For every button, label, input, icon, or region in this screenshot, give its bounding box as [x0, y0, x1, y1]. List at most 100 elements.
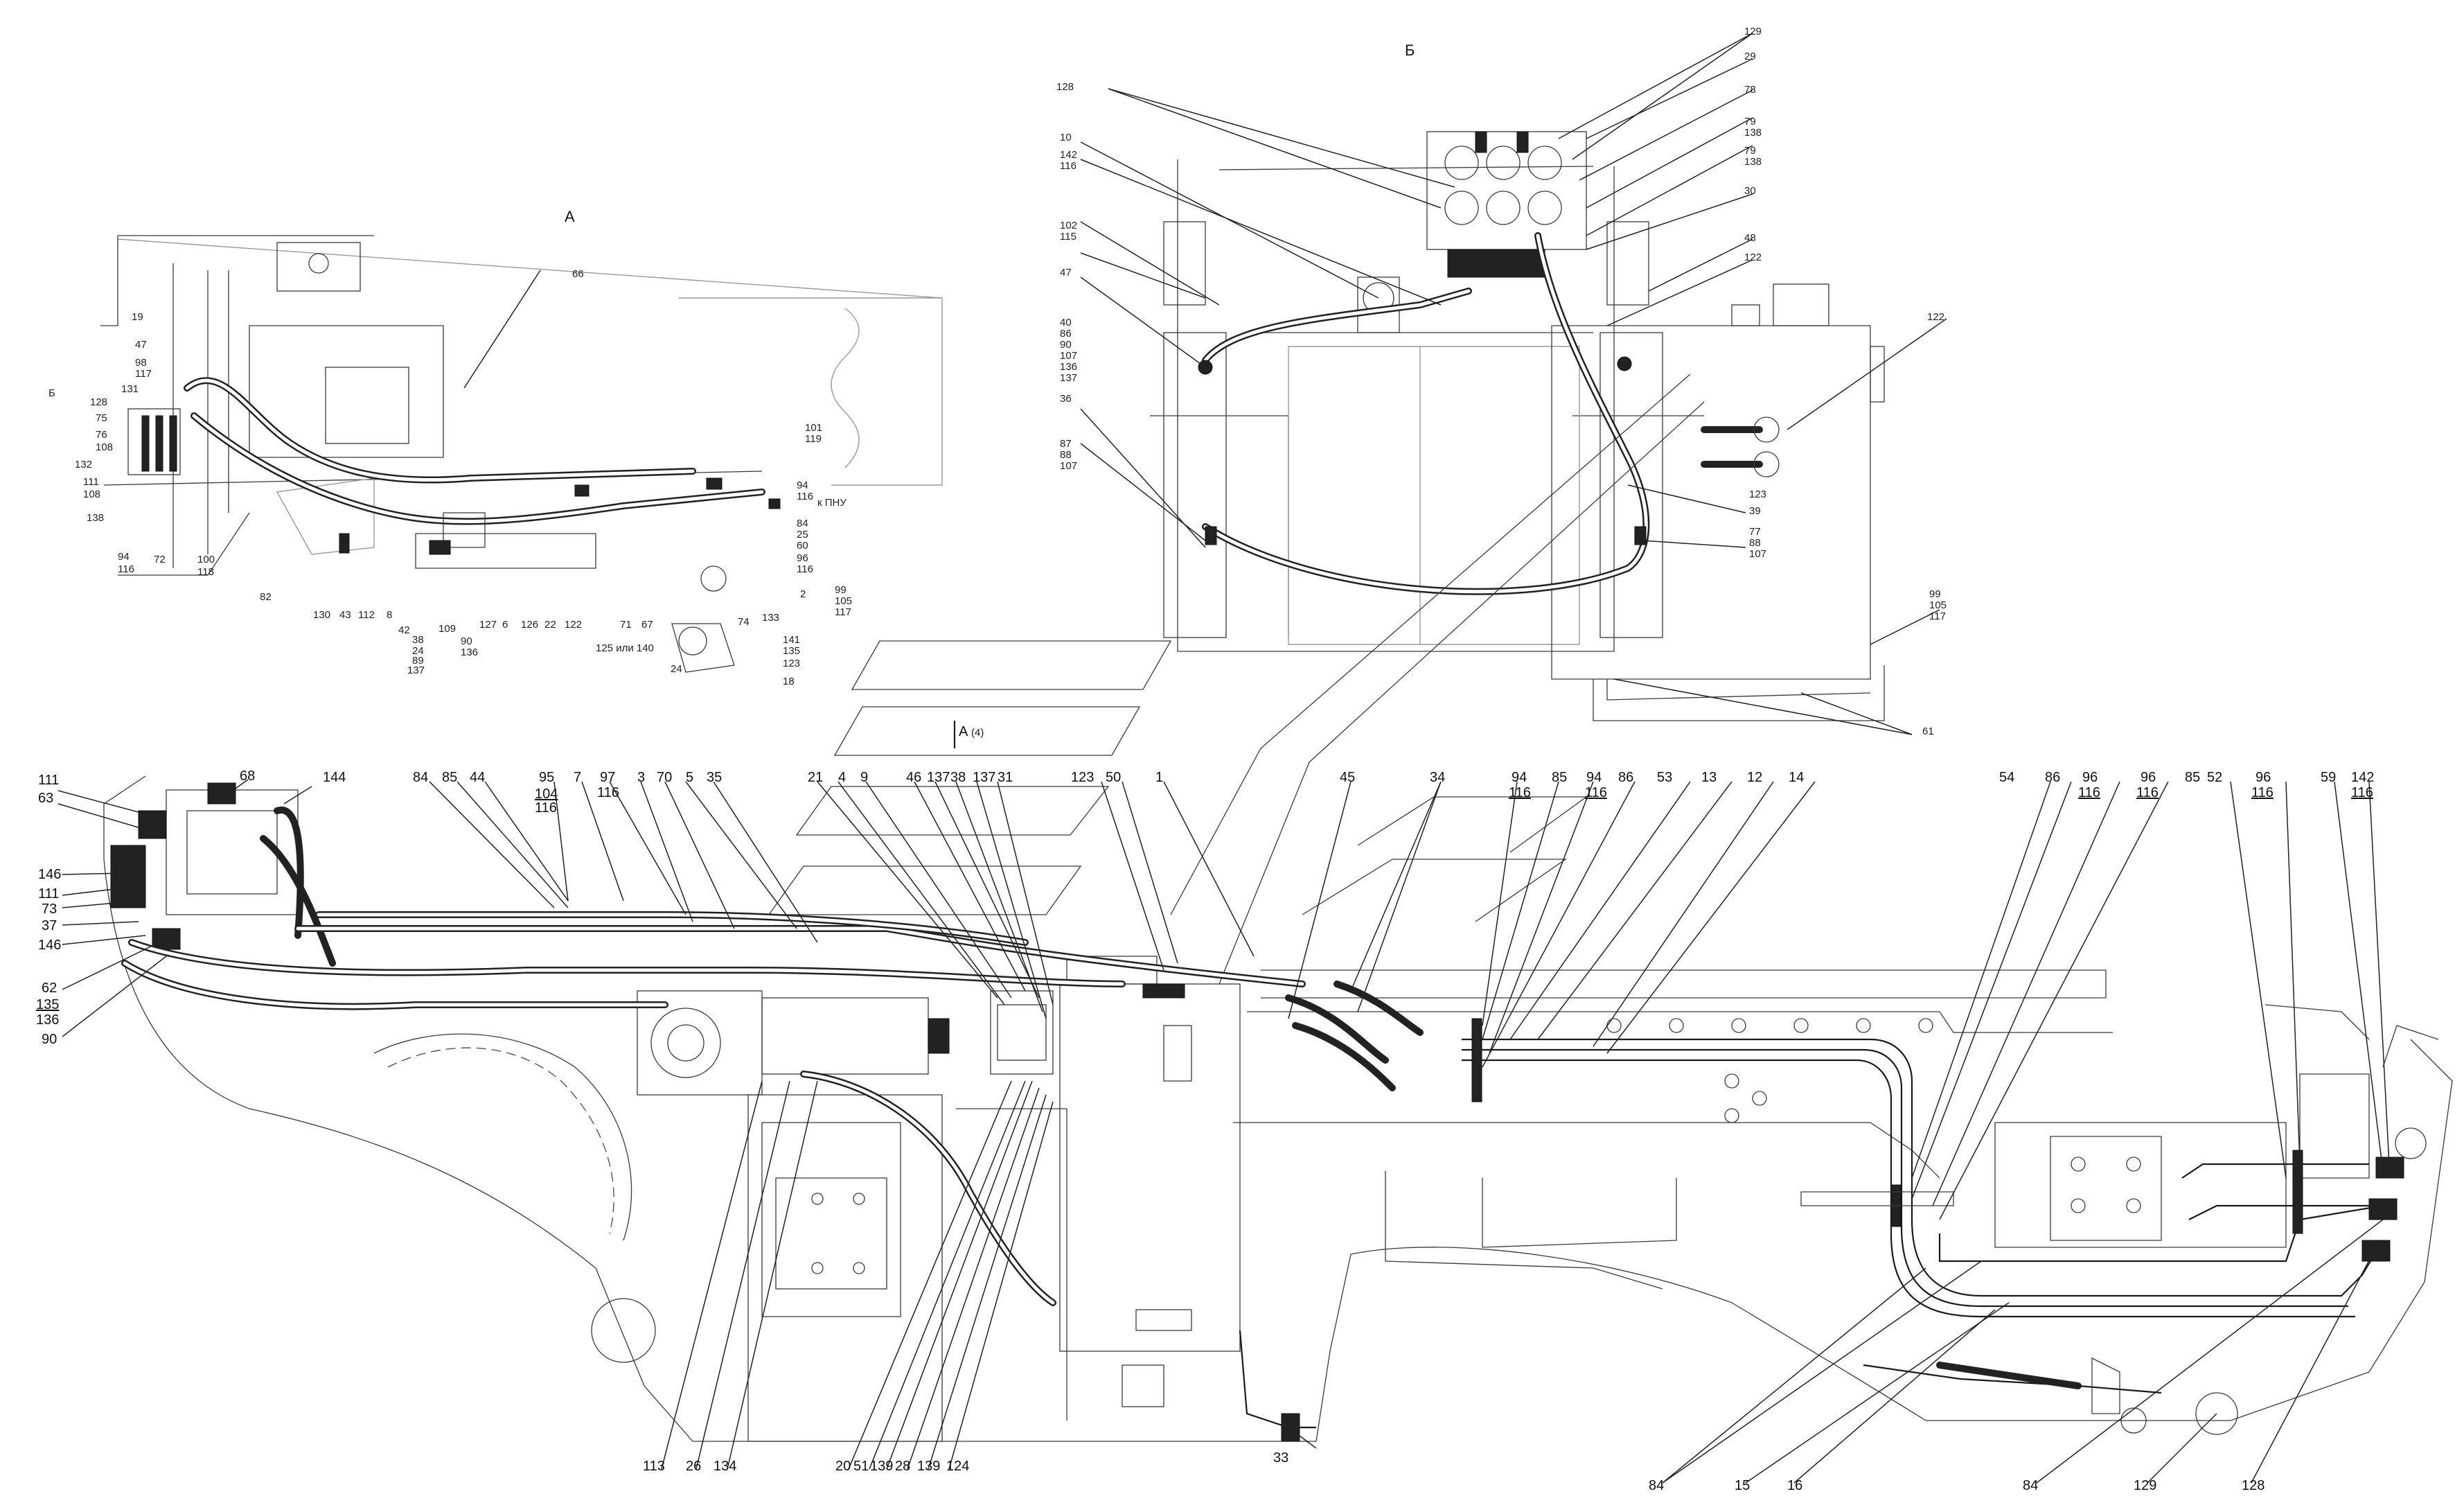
label: 99	[835, 584, 847, 596]
label: 46	[906, 770, 921, 785]
label: 87	[1060, 438, 1072, 450]
label: 96	[2082, 770, 2098, 785]
main-labels-top: 111 63 68 144 84 85 44 95 104 116 7 97 1…	[38, 768, 2374, 816]
label: 13	[1701, 770, 1717, 785]
label: 84	[413, 770, 428, 785]
label: 104	[535, 786, 558, 802]
label: 116	[2251, 785, 2274, 800]
label: 123	[1071, 770, 1094, 785]
label: 37	[42, 918, 57, 933]
label: 72	[154, 554, 166, 565]
label: 109	[438, 623, 456, 635]
label: 38	[950, 770, 966, 785]
label: 116	[1585, 785, 1607, 800]
label: 116	[2351, 785, 2373, 800]
label: 61	[1922, 726, 1934, 737]
label: 18	[783, 676, 795, 687]
label: 16	[1787, 1478, 1802, 1493]
label: 77	[1749, 526, 1761, 538]
label: 53	[1657, 770, 1672, 785]
label: 94	[1512, 770, 1527, 785]
label: 19	[132, 311, 143, 323]
label: 94	[797, 480, 808, 491]
label: 96	[2141, 770, 2156, 785]
label: 9	[860, 770, 868, 785]
label: 39	[1749, 505, 1761, 517]
label: 144	[323, 770, 346, 785]
label: 139	[917, 1459, 940, 1474]
label: 112	[358, 609, 375, 621]
label: 117	[1929, 610, 1946, 622]
label: 95	[539, 770, 554, 785]
label: 15	[1735, 1478, 1750, 1493]
label: 94	[1586, 770, 1602, 785]
label: 136	[461, 647, 478, 658]
label: 40	[1060, 317, 1072, 328]
label: 85	[1552, 770, 1567, 785]
label: 14	[1789, 770, 1804, 785]
label: 130	[313, 609, 330, 621]
label: 102	[1060, 220, 1077, 231]
label: 52	[2207, 770, 2222, 785]
label: 1	[1155, 770, 1163, 785]
label: 2	[800, 588, 806, 600]
label: 116	[797, 491, 813, 502]
label: 44	[470, 770, 485, 785]
label: 136	[1060, 361, 1077, 373]
label: 71	[620, 619, 632, 631]
main-leaders-top	[57, 779, 2391, 1220]
label: 122	[1744, 252, 1762, 263]
label: 116	[797, 563, 813, 575]
label: 21	[808, 770, 823, 785]
label: 111	[38, 773, 59, 788]
label: 105	[835, 595, 852, 607]
label: 76	[96, 429, 107, 441]
label: 129	[2134, 1478, 2156, 1493]
label: 117	[135, 368, 152, 380]
label: 28	[895, 1459, 910, 1474]
label: 74	[738, 616, 750, 628]
label: 129	[1744, 26, 1762, 37]
label: 138	[1744, 127, 1762, 139]
note-k-pnu: к ПНУ	[817, 497, 847, 509]
label: 8	[387, 609, 392, 621]
label: 68	[240, 768, 255, 784]
frame-bolts	[811, 1018, 2141, 1274]
label: 59	[2321, 770, 2336, 785]
label: 48	[1744, 232, 1756, 244]
label: 124	[946, 1459, 969, 1474]
label: 138	[1744, 156, 1762, 168]
label: 51	[853, 1459, 869, 1474]
label: 107	[1060, 350, 1077, 362]
label: 90	[1060, 339, 1072, 351]
label: 42	[398, 624, 410, 636]
label: 45	[1340, 770, 1355, 785]
label: 115	[1060, 231, 1076, 243]
label: 133	[762, 612, 779, 624]
label: 86	[1060, 328, 1072, 340]
label: 128	[1056, 81, 1074, 93]
label: 62	[42, 981, 57, 996]
label: 137	[927, 770, 950, 785]
label: 5	[686, 770, 693, 785]
label: 35	[707, 770, 722, 785]
label: 131	[121, 383, 139, 395]
label: 137	[407, 665, 425, 676]
label: 128	[90, 396, 107, 408]
label: 3	[637, 770, 645, 785]
label: 79	[1744, 145, 1756, 157]
label: 24	[412, 645, 424, 657]
main-leaders-bottom	[661, 1080, 2384, 1484]
label: 119	[805, 433, 822, 445]
label: 12	[1747, 770, 1762, 785]
label: 47	[135, 339, 147, 351]
arrow-a-title: А	[959, 724, 968, 739]
label: 29	[1744, 51, 1756, 62]
label: 122	[565, 619, 582, 631]
label: 86	[2045, 770, 2060, 785]
label: 141	[783, 634, 800, 646]
label: 105	[1929, 599, 1947, 611]
view-a-labels: 19 47 98 117 131 128 75 76 108 132 111 1…	[75, 268, 852, 687]
label: 113	[643, 1459, 665, 1474]
